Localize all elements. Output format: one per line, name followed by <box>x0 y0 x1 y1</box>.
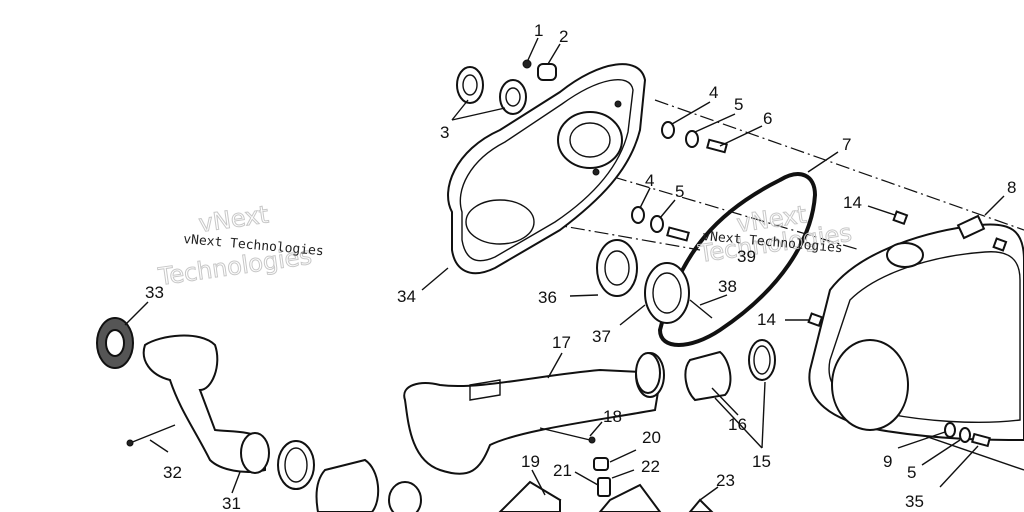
elbow-duct <box>96 317 270 474</box>
drive-belt <box>657 172 818 347</box>
callout-9: 9 <box>883 452 892 471</box>
svg-text:vNext: vNext <box>197 200 270 237</box>
seal-washers <box>456 66 527 115</box>
callout-32: 32 <box>163 463 182 482</box>
lower-clamps <box>277 440 422 512</box>
callout-5-lower: 5 <box>675 182 684 201</box>
small-hardware <box>498 457 714 512</box>
callout-3: 3 <box>440 123 449 142</box>
callout-34: 34 <box>397 287 416 306</box>
callout-1: 1 <box>534 21 543 40</box>
seals <box>596 239 713 324</box>
callout-19: 19 <box>521 452 540 471</box>
callout-22: 22 <box>641 457 660 476</box>
bolt-18 <box>539 427 596 444</box>
callout-15: 15 <box>752 452 771 471</box>
callout-6: 6 <box>763 109 772 128</box>
callout-37: 37 <box>592 327 611 346</box>
callout-labels: 1 2 3 4 5 6 7 8 14 4 5 39 38 34 36 37 14… <box>145 21 1016 512</box>
callout-31: 31 <box>222 494 241 512</box>
bolt-and-bushing <box>522 59 557 81</box>
callout-5-upper: 5 <box>734 95 743 114</box>
callout-7: 7 <box>842 135 851 154</box>
callout-23: 23 <box>716 471 735 490</box>
coupler-and-clamps <box>635 339 776 402</box>
callout-14-lower: 14 <box>757 310 776 329</box>
callout-17: 17 <box>552 333 571 352</box>
callout-4-lower: 4 <box>645 171 654 190</box>
callout-20: 20 <box>642 428 661 447</box>
callout-18: 18 <box>603 407 622 426</box>
callout-35: 35 <box>905 492 924 511</box>
clips <box>807 210 1008 328</box>
leader-lines <box>124 37 1005 501</box>
callout-33: 33 <box>145 283 164 302</box>
callout-21: 21 <box>553 461 572 480</box>
callout-5-cover: 5 <box>907 463 916 482</box>
callout-39: 39 <box>737 247 756 266</box>
callout-14-upper: 14 <box>843 193 862 212</box>
cover-fasteners <box>944 422 991 448</box>
lower-fasteners <box>631 206 690 242</box>
callout-16: 16 <box>728 415 747 434</box>
inner-cover-plate <box>447 63 647 275</box>
upper-fasteners <box>661 121 728 154</box>
outer-cover <box>808 214 1024 441</box>
callout-4-upper: 4 <box>709 83 718 102</box>
callout-2: 2 <box>559 27 568 46</box>
callout-36: 36 <box>538 288 557 307</box>
callout-8: 8 <box>1007 178 1016 197</box>
callout-38: 38 <box>718 277 737 296</box>
